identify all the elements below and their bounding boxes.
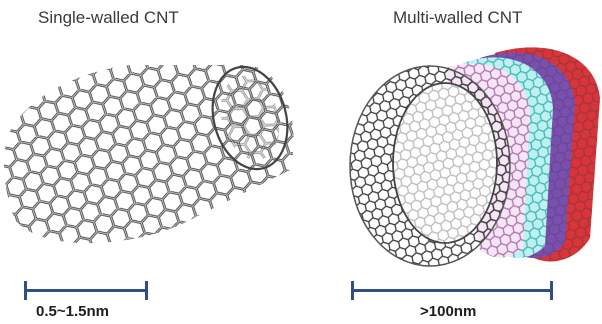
cnt-lattice xyxy=(4,65,294,244)
multi-walled-cnt-illustration xyxy=(349,47,600,267)
multi-walled-title: Multi-walled CNT xyxy=(393,8,523,27)
scale-bar-right xyxy=(351,278,553,302)
scale-bar-tick xyxy=(24,281,27,300)
single-walled-cnt-illustration xyxy=(4,65,294,244)
single-walled-title: Single-walled CNT xyxy=(38,8,179,27)
multi-walled-diameter-label: >100nm xyxy=(420,303,477,320)
scale-bar-tick xyxy=(145,281,148,300)
single-walled-diameter-label: 0.5~1.5nm xyxy=(36,303,109,320)
scale-bar-left xyxy=(24,278,148,302)
scale-bar-tick xyxy=(550,281,553,300)
scale-bar-line xyxy=(351,289,553,292)
scale-bar-line xyxy=(24,289,148,292)
inner-gray-wall xyxy=(349,65,511,267)
scale-bar-tick xyxy=(351,281,354,300)
